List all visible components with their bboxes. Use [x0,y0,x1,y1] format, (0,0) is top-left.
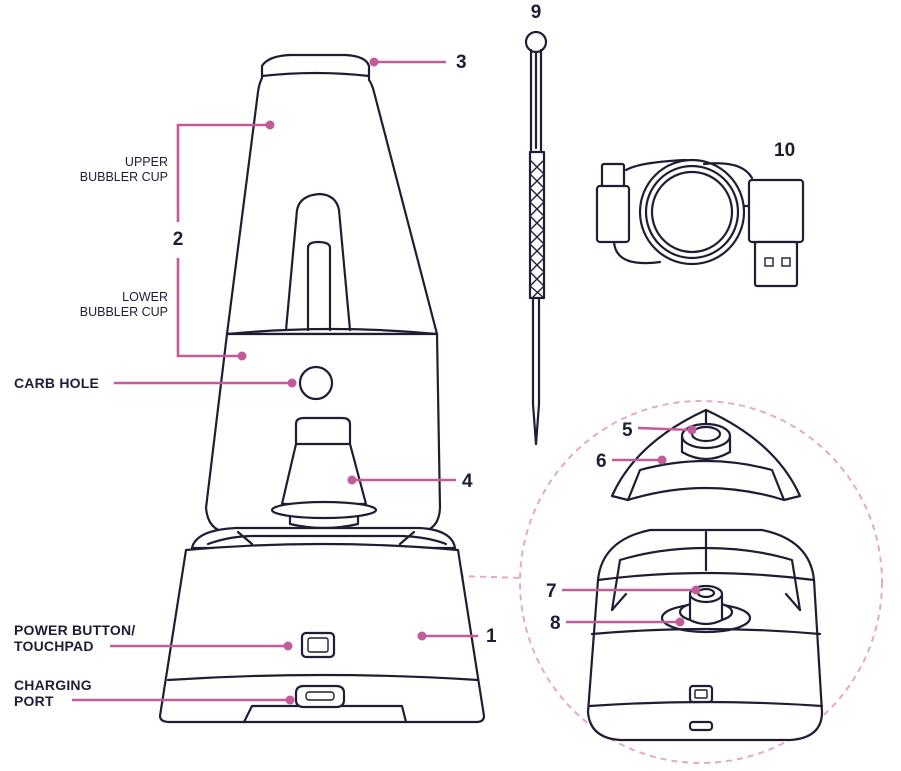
upper-cup-label-line1: UPPER [125,155,168,169]
callout-2: 2 [173,229,184,250]
upper-cup-label-line2: BUBBLER CUP [80,170,168,184]
detail-circle [457,400,883,764]
charging-port [294,684,346,709]
callout-8: 8 [550,613,561,634]
usb-cable [595,158,805,288]
detail-open-base [586,528,824,742]
callout-6: 6 [596,451,607,472]
dab-tool [524,30,548,446]
power-button [300,631,336,659]
power-button-label-line2: TOUCHPAD [14,638,94,654]
upper-bubbler-cup [225,53,439,336]
callout-4: 4 [462,471,473,492]
callout-5: 5 [622,420,633,441]
device-base [158,526,486,724]
lower-cup-label-line2: BUBBLER CUP [80,305,168,319]
callout-9: 9 [531,2,542,23]
callout-3: 3 [456,52,467,73]
callout-10: 10 [774,140,795,161]
carb-hole-label: CARB HOLE [14,375,99,391]
leader-lines [72,57,701,705]
charging-port-label-line1: CHARGING [14,677,92,693]
callout-7: 7 [546,581,557,602]
power-button-label-line1: POWER BUTTON/ [14,622,135,638]
callout-1: 1 [486,626,497,647]
detail-cap [610,408,802,502]
lower-cup-label-line1: LOWER [122,290,168,304]
carb-hole [298,365,334,401]
charging-port-label-line2: PORT [14,693,54,709]
